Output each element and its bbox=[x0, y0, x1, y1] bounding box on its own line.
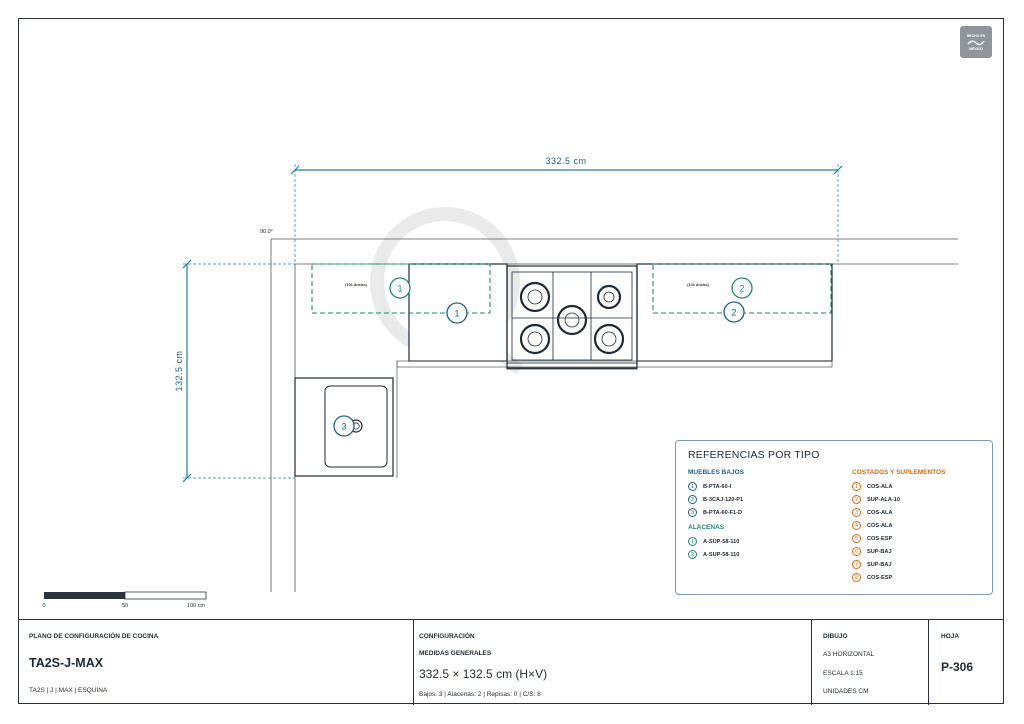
title-block: PLANO DE CONFIGURACIÓN DE COCINA TA2S-J-… bbox=[18, 619, 1004, 705]
dimension-height bbox=[182, 259, 295, 483]
model-tags: TA2S | J | MAX | ESQUINA bbox=[29, 687, 108, 694]
dimensions-value: 332.5 × 132.5 cm (H×V) bbox=[419, 667, 548, 681]
markers: 1 1 2 2 3 bbox=[333, 277, 753, 437]
hoja-label: HOJA bbox=[941, 633, 960, 640]
wall-angle-label: 90.0° bbox=[260, 229, 273, 235]
made-in-mexico-logo: HECHO EN MÉXICO bbox=[960, 26, 992, 58]
width-dimension-label: 332.5 cm bbox=[545, 156, 586, 166]
walls bbox=[270, 238, 958, 592]
plan-label: PLANO DE CONFIGURACIÓN DE COCINA bbox=[29, 633, 159, 640]
legend-group-costados: COSTADOS Y SUPLEMENTOS bbox=[852, 469, 946, 476]
svg-text:2: 2 bbox=[739, 284, 744, 294]
marker-upper-1: 1 bbox=[389, 277, 411, 299]
svg-text:2: 2 bbox=[731, 308, 736, 318]
cabinet-2-note: (101 Ancho) bbox=[687, 283, 709, 287]
svg-text:0: 0 bbox=[42, 603, 45, 609]
sheet-number: P-306 bbox=[941, 660, 974, 674]
svg-text:1: 1 bbox=[454, 309, 459, 319]
title-cell-hoja: HOJA P-306 bbox=[929, 620, 1004, 705]
svg-text:100 cm: 100 cm bbox=[187, 603, 205, 609]
marker-base-3: 3 bbox=[333, 415, 355, 437]
medidas-label: MEDIDAS GENERALES bbox=[419, 650, 492, 657]
dibujo-label: DIBUJO bbox=[823, 633, 848, 640]
title-cell-config: CONFIGURACIÓN MEDIDAS GENERALES 332.5 × … bbox=[414, 620, 812, 705]
svg-text:50: 50 bbox=[122, 603, 128, 609]
title-cell-dibujo: DIBUJO A3 HORIZONTAL ESCALA 1:15 UNIDADE… bbox=[812, 620, 929, 705]
corner-counter bbox=[396, 360, 833, 368]
legend-group-bajos: MUEBLES BAJOS bbox=[688, 469, 744, 476]
config-label: CONFIGURACIÓN bbox=[419, 633, 475, 640]
height-dimension-label: 132.5 cm bbox=[174, 350, 184, 391]
legend-title: REFERENCIAS POR TIPO bbox=[688, 449, 820, 461]
stove bbox=[506, 265, 638, 370]
drawing-frame bbox=[18, 18, 1004, 704]
upper-cabinet-1 bbox=[311, 263, 491, 314]
svg-text:3: 3 bbox=[341, 422, 346, 432]
units-value: UNIDADES CM bbox=[823, 688, 869, 695]
flag-icon bbox=[967, 40, 985, 45]
cabinet-1-note: (101 Ancho) bbox=[345, 283, 367, 287]
legend-group-alacenas: ALACENAS bbox=[688, 524, 725, 531]
scale-value: ESCALA 1:15 bbox=[823, 670, 863, 677]
format-value: A3 HORIZONTAL bbox=[823, 651, 875, 658]
model-name: TA2S-J-MAX bbox=[29, 656, 104, 670]
marker-base-2: 2 bbox=[723, 301, 745, 323]
title-cell-plan: PLANO DE CONFIGURACIÓN DE COCINA TA2S-J-… bbox=[18, 620, 414, 705]
marker-upper-2: 2 bbox=[731, 277, 753, 299]
scale-bar: 0 50 100 cm bbox=[42, 591, 207, 609]
marker-base-1: 1 bbox=[446, 302, 468, 324]
dimension-width bbox=[290, 164, 843, 264]
svg-text:1: 1 bbox=[397, 284, 402, 294]
summary-value: Bajos: 3 | Alacenas: 2 | Repisas: 0 | C/… bbox=[419, 691, 541, 698]
